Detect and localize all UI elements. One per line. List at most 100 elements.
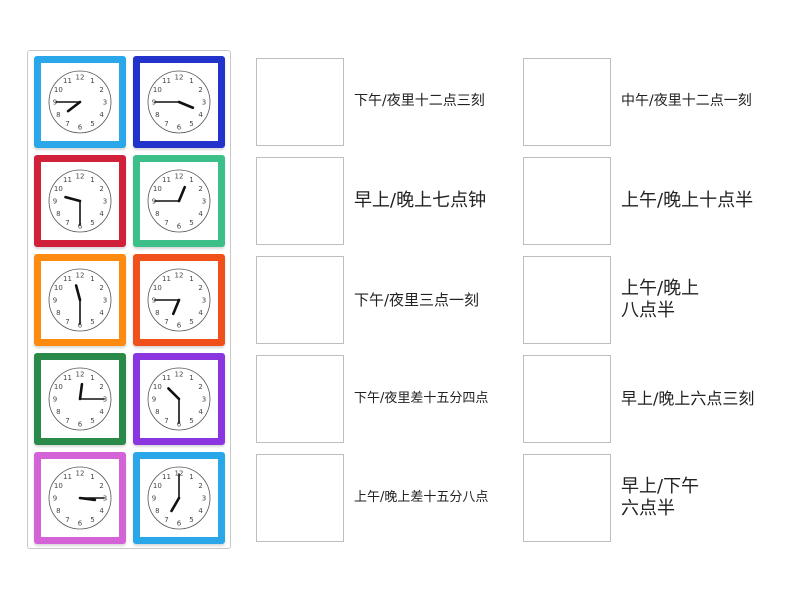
clock-numeral: 9 <box>53 396 57 404</box>
target-label: 下午/夜里十二点三刻 <box>354 93 485 110</box>
clock-numeral: 2 <box>198 86 202 94</box>
clock-numeral: 5 <box>90 516 94 524</box>
clock-numeral: 7 <box>65 120 69 128</box>
clock-numeral: 7 <box>164 219 168 227</box>
clock-numeral: 3 <box>103 297 107 305</box>
clock-numeral: 3 <box>103 396 107 404</box>
clock-numeral: 2 <box>198 284 202 292</box>
clock-numeral: 2 <box>99 284 103 292</box>
clock-numeral: 10 <box>153 86 162 94</box>
clock-numeral: 8 <box>155 507 159 515</box>
clock-numeral: 12 <box>76 470 85 478</box>
clock-numeral: 4 <box>99 408 104 416</box>
clock-numeral: 1 <box>90 473 94 481</box>
clock-numeral: 9 <box>152 99 156 107</box>
clock-numeral: 1 <box>90 374 94 382</box>
clock-numeral: 8 <box>56 111 60 119</box>
clock-numeral: 4 <box>99 309 104 317</box>
target-label: 中午/夜里十二点一刻 <box>621 93 752 110</box>
drop-zone[interactable] <box>523 355 611 443</box>
clock-numeral: 6 <box>177 421 182 429</box>
clock-numeral: 9 <box>152 495 156 503</box>
clock-numeral: 5 <box>189 516 193 524</box>
clock-numeral: 3 <box>202 396 206 404</box>
clock-numeral: 7 <box>164 318 168 326</box>
clock-numeral: 10 <box>54 86 63 94</box>
clock-numeral: 6 <box>78 520 83 528</box>
clock-numeral: 9 <box>53 198 57 206</box>
target-label: 下午/夜里差十五分四点 <box>354 390 489 406</box>
clock-numeral: 3 <box>202 297 206 305</box>
clock-numeral: 10 <box>153 284 162 292</box>
clock-numeral: 5 <box>189 120 193 128</box>
clock-numeral: 10 <box>54 284 63 292</box>
clock-numeral: 5 <box>189 219 193 227</box>
clock-numeral: 4 <box>99 111 104 119</box>
target-label: 早上/晚上七点钟 <box>354 189 487 211</box>
drop-zone[interactable] <box>256 256 344 344</box>
clock-numeral: 2 <box>198 383 202 391</box>
hour-hand <box>171 298 181 316</box>
clock-numeral: 8 <box>56 408 60 416</box>
hour-hand <box>78 382 84 401</box>
clock-numeral: 1 <box>189 77 193 85</box>
clock-numeral: 4 <box>198 507 203 515</box>
drop-zone[interactable] <box>256 454 344 542</box>
clock-numeral: 11 <box>162 275 171 283</box>
clock-numeral: 2 <box>99 383 103 391</box>
drop-zone[interactable] <box>523 256 611 344</box>
clock-numeral: 4 <box>198 210 203 218</box>
clock-numeral: 10 <box>153 185 162 193</box>
drop-zone[interactable] <box>523 157 611 245</box>
clock-numeral: 9 <box>53 297 57 305</box>
target-label: 早上/下午 六点半 <box>621 475 700 520</box>
drop-zone[interactable] <box>523 454 611 542</box>
clock-numeral: 4 <box>198 408 203 416</box>
clock-numeral: 11 <box>63 473 72 481</box>
clock-numeral: 3 <box>103 198 107 206</box>
clock-numeral: 2 <box>198 482 202 490</box>
clock-numeral: 5 <box>189 417 193 425</box>
target-label: 上午/晚上十点半 <box>621 189 754 211</box>
drop-zone[interactable] <box>523 58 611 146</box>
clock-numeral: 12 <box>76 173 85 181</box>
clock-numeral: 8 <box>155 111 159 119</box>
clock-numeral: 10 <box>54 482 63 490</box>
clock-numeral: 12 <box>76 371 85 379</box>
clock-numeral: 7 <box>65 516 69 524</box>
drop-zone[interactable] <box>256 157 344 245</box>
clock-numeral: 7 <box>164 120 168 128</box>
drop-zone[interactable] <box>256 355 344 443</box>
clock-numeral: 2 <box>99 86 103 94</box>
hour-hand <box>177 185 187 203</box>
clock-numeral: 12 <box>175 74 184 82</box>
clock-numeral: 1 <box>90 275 94 283</box>
clock-numeral: 4 <box>99 210 104 218</box>
clock-numeral: 6 <box>78 124 83 132</box>
clock-numeral: 5 <box>90 318 94 326</box>
clock-numeral: 11 <box>63 374 72 382</box>
clock-numeral: 7 <box>65 318 69 326</box>
clock-numeral: 1 <box>189 176 193 184</box>
target-label: 上午/晚上 八点半 <box>621 277 700 322</box>
drop-zone[interactable] <box>256 58 344 146</box>
clock-numeral: 11 <box>162 374 171 382</box>
clock-numeral: 1 <box>90 176 94 184</box>
target-label: 早上/晚上六点三刻 <box>621 389 755 408</box>
hour-hand <box>170 496 181 513</box>
clock-numeral: 9 <box>152 297 156 305</box>
clock-numeral: 6 <box>78 322 83 330</box>
